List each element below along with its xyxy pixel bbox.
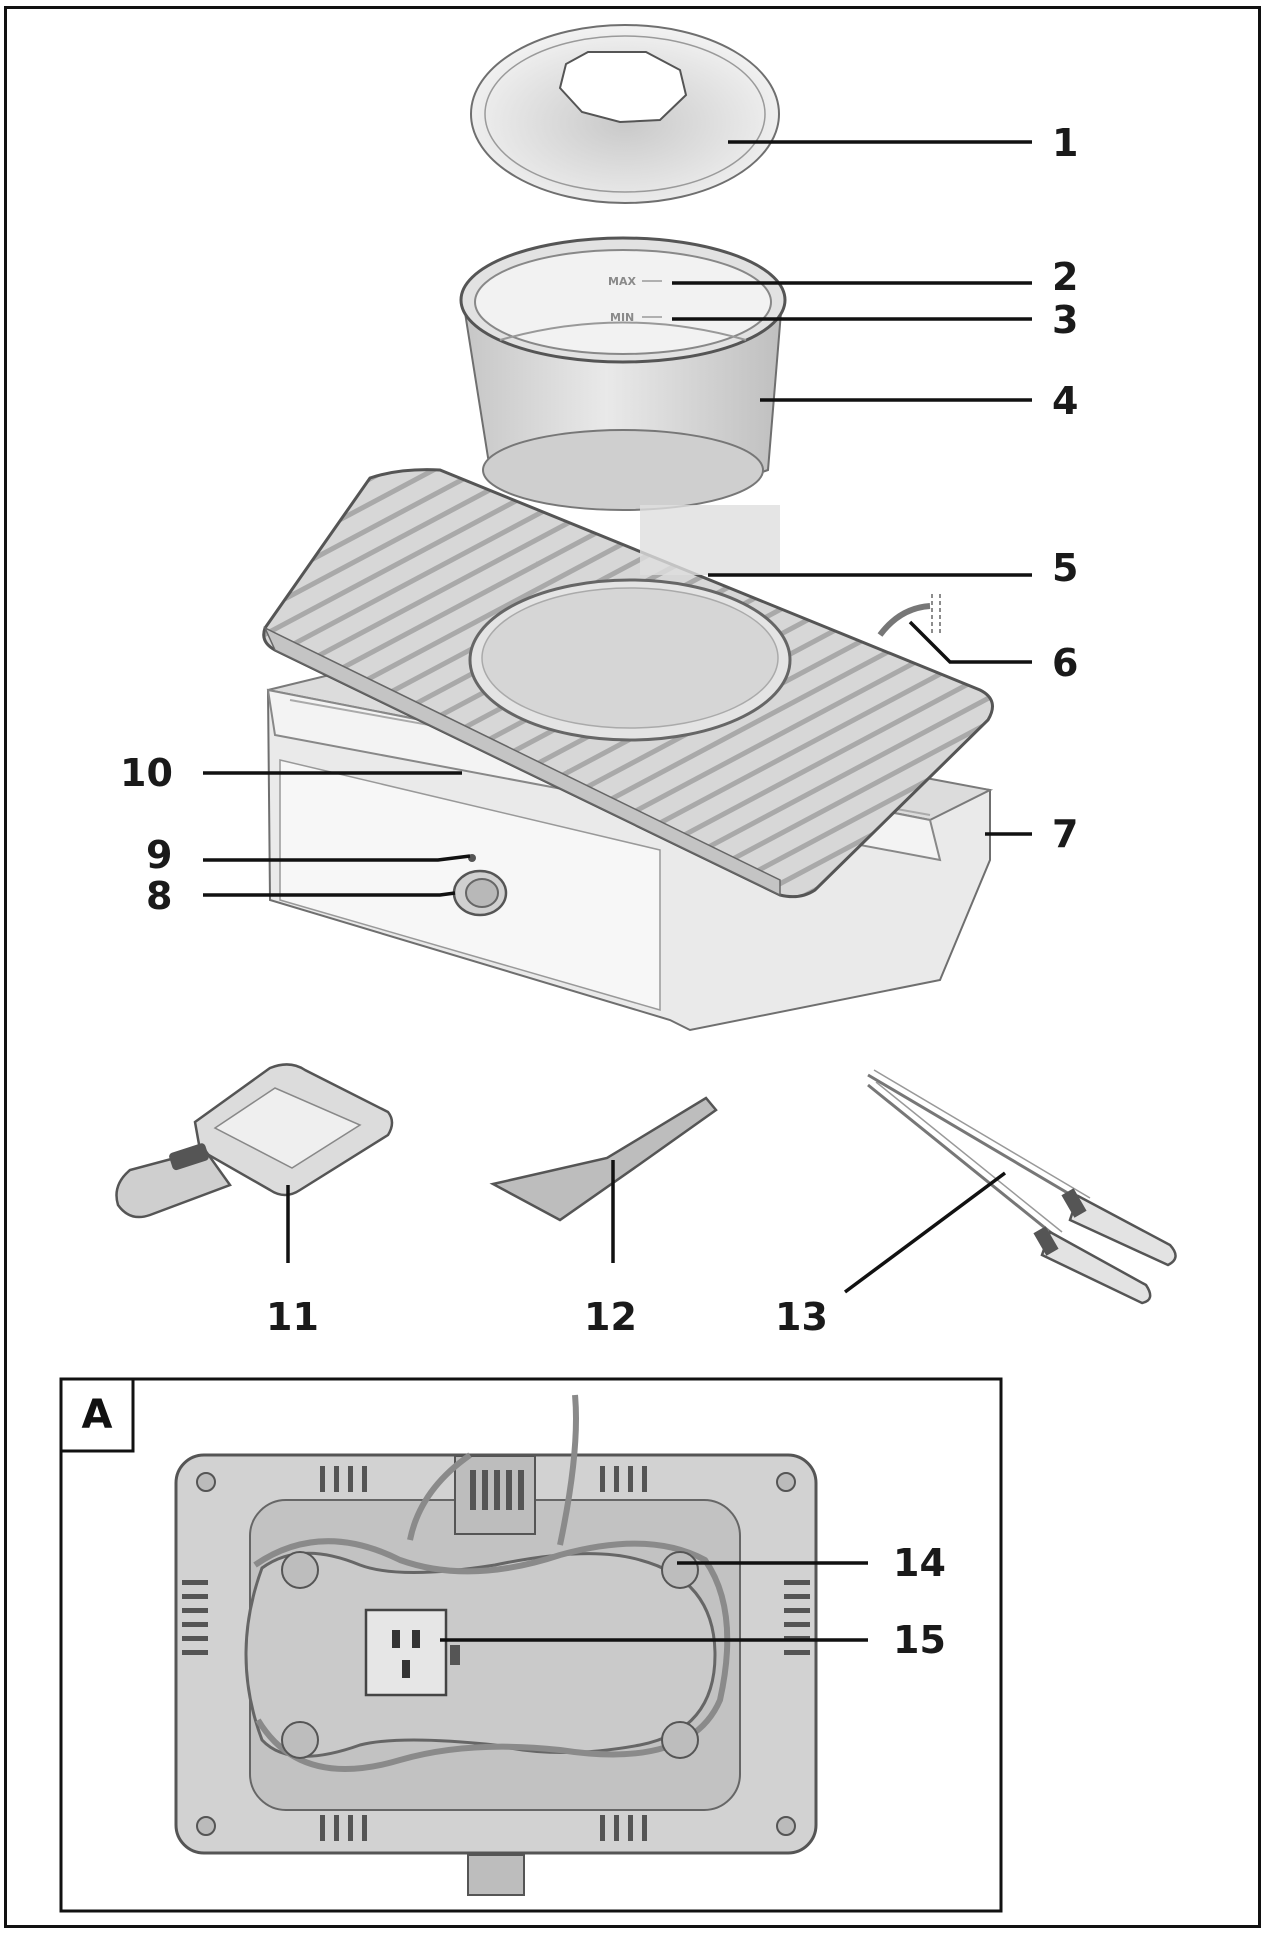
part-fondue-forks — [867, 1069, 1177, 1305]
callout-10: 10 — [120, 751, 173, 795]
callout-6: 6 — [1052, 641, 1078, 685]
callout-4: 4 — [1052, 379, 1078, 423]
part-fondue-pot: MAX MIN — [459, 236, 787, 511]
part-underside-base — [174, 1394, 818, 1896]
part-grill-plate — [262, 468, 994, 899]
callout-1: 1 — [1052, 121, 1078, 165]
part-raclette-pan — [115, 1063, 394, 1219]
leader-lines — [203, 140, 1032, 1642]
pot-min-mark: MIN — [610, 311, 634, 324]
panel-a-label: A — [82, 1392, 113, 1438]
callout-9: 9 — [146, 833, 172, 877]
callout-3: 3 — [1052, 298, 1078, 342]
part-power-cord — [877, 594, 941, 637]
part-splash-guard — [470, 24, 780, 204]
callout-7: 7 — [1052, 812, 1078, 856]
part-temperature-knob — [452, 854, 508, 917]
part-spatula — [489, 1096, 718, 1222]
callout-11: 11 — [266, 1295, 319, 1339]
callout-8: 8 — [146, 874, 172, 918]
callout-13: 13 — [775, 1295, 828, 1339]
page-border — [4, 6, 1261, 1928]
callout-14: 14 — [893, 1541, 946, 1585]
callout-5: 5 — [1052, 546, 1078, 590]
callout-numbers: 1 2 3 4 5 6 7 8 9 10 11 12 13 14 15 — [120, 121, 1078, 1662]
callout-12: 12 — [584, 1295, 637, 1339]
pot-max-mark: MAX — [608, 275, 636, 288]
panel-a-label-box — [59, 1377, 135, 1453]
callout-15: 15 — [893, 1618, 946, 1662]
callout-2: 2 — [1052, 255, 1078, 299]
